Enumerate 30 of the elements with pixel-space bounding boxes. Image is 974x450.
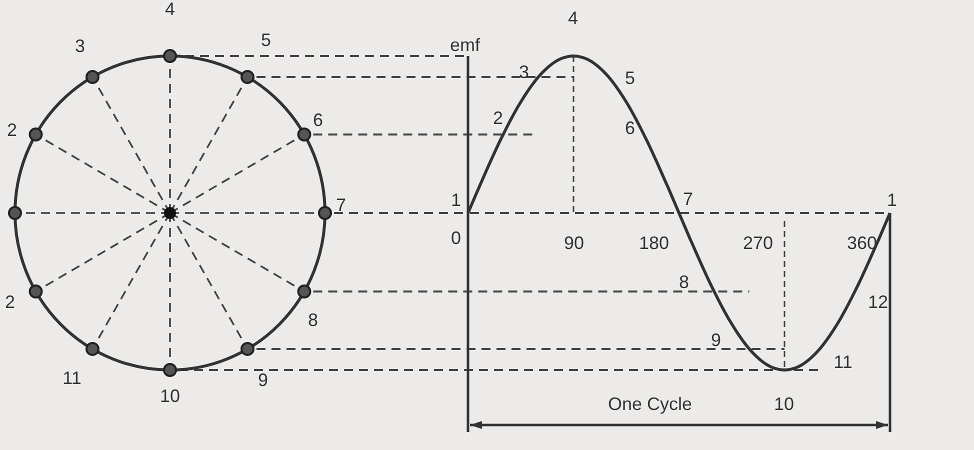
- point-number: 2: [493, 109, 503, 127]
- point-number: 3: [519, 63, 529, 81]
- point-number: 4: [165, 0, 175, 18]
- point-number: 7: [336, 196, 346, 214]
- point-number: 4: [568, 9, 578, 27]
- tick-label: 270: [742, 234, 774, 252]
- point-number: 1: [887, 191, 897, 209]
- point-number: 7: [683, 190, 693, 208]
- point-number: 9: [711, 331, 721, 349]
- point-number: 10: [160, 387, 180, 405]
- point-number: 5: [261, 31, 271, 49]
- tick-label: 0: [451, 229, 461, 247]
- point-number: 2: [5, 293, 15, 311]
- point-number: 8: [679, 273, 689, 291]
- point-number: 5: [625, 69, 635, 87]
- point-number: 9: [258, 371, 268, 389]
- point-number: 10: [774, 395, 794, 413]
- point-number: 6: [313, 111, 323, 129]
- tick-label: 180: [638, 234, 670, 252]
- point-number: 6: [625, 119, 635, 137]
- point-number: 8: [308, 311, 318, 329]
- point-number: 2: [7, 121, 17, 139]
- point-number: 11: [834, 353, 852, 371]
- dimension-label: One Cycle: [608, 395, 692, 413]
- point-number: 11: [62, 369, 82, 387]
- point-number: 12: [868, 293, 888, 311]
- point-number: 1: [451, 191, 461, 209]
- tick-label: 90: [564, 234, 584, 252]
- point-number: 3: [75, 37, 85, 55]
- axis-label: emf: [450, 36, 480, 54]
